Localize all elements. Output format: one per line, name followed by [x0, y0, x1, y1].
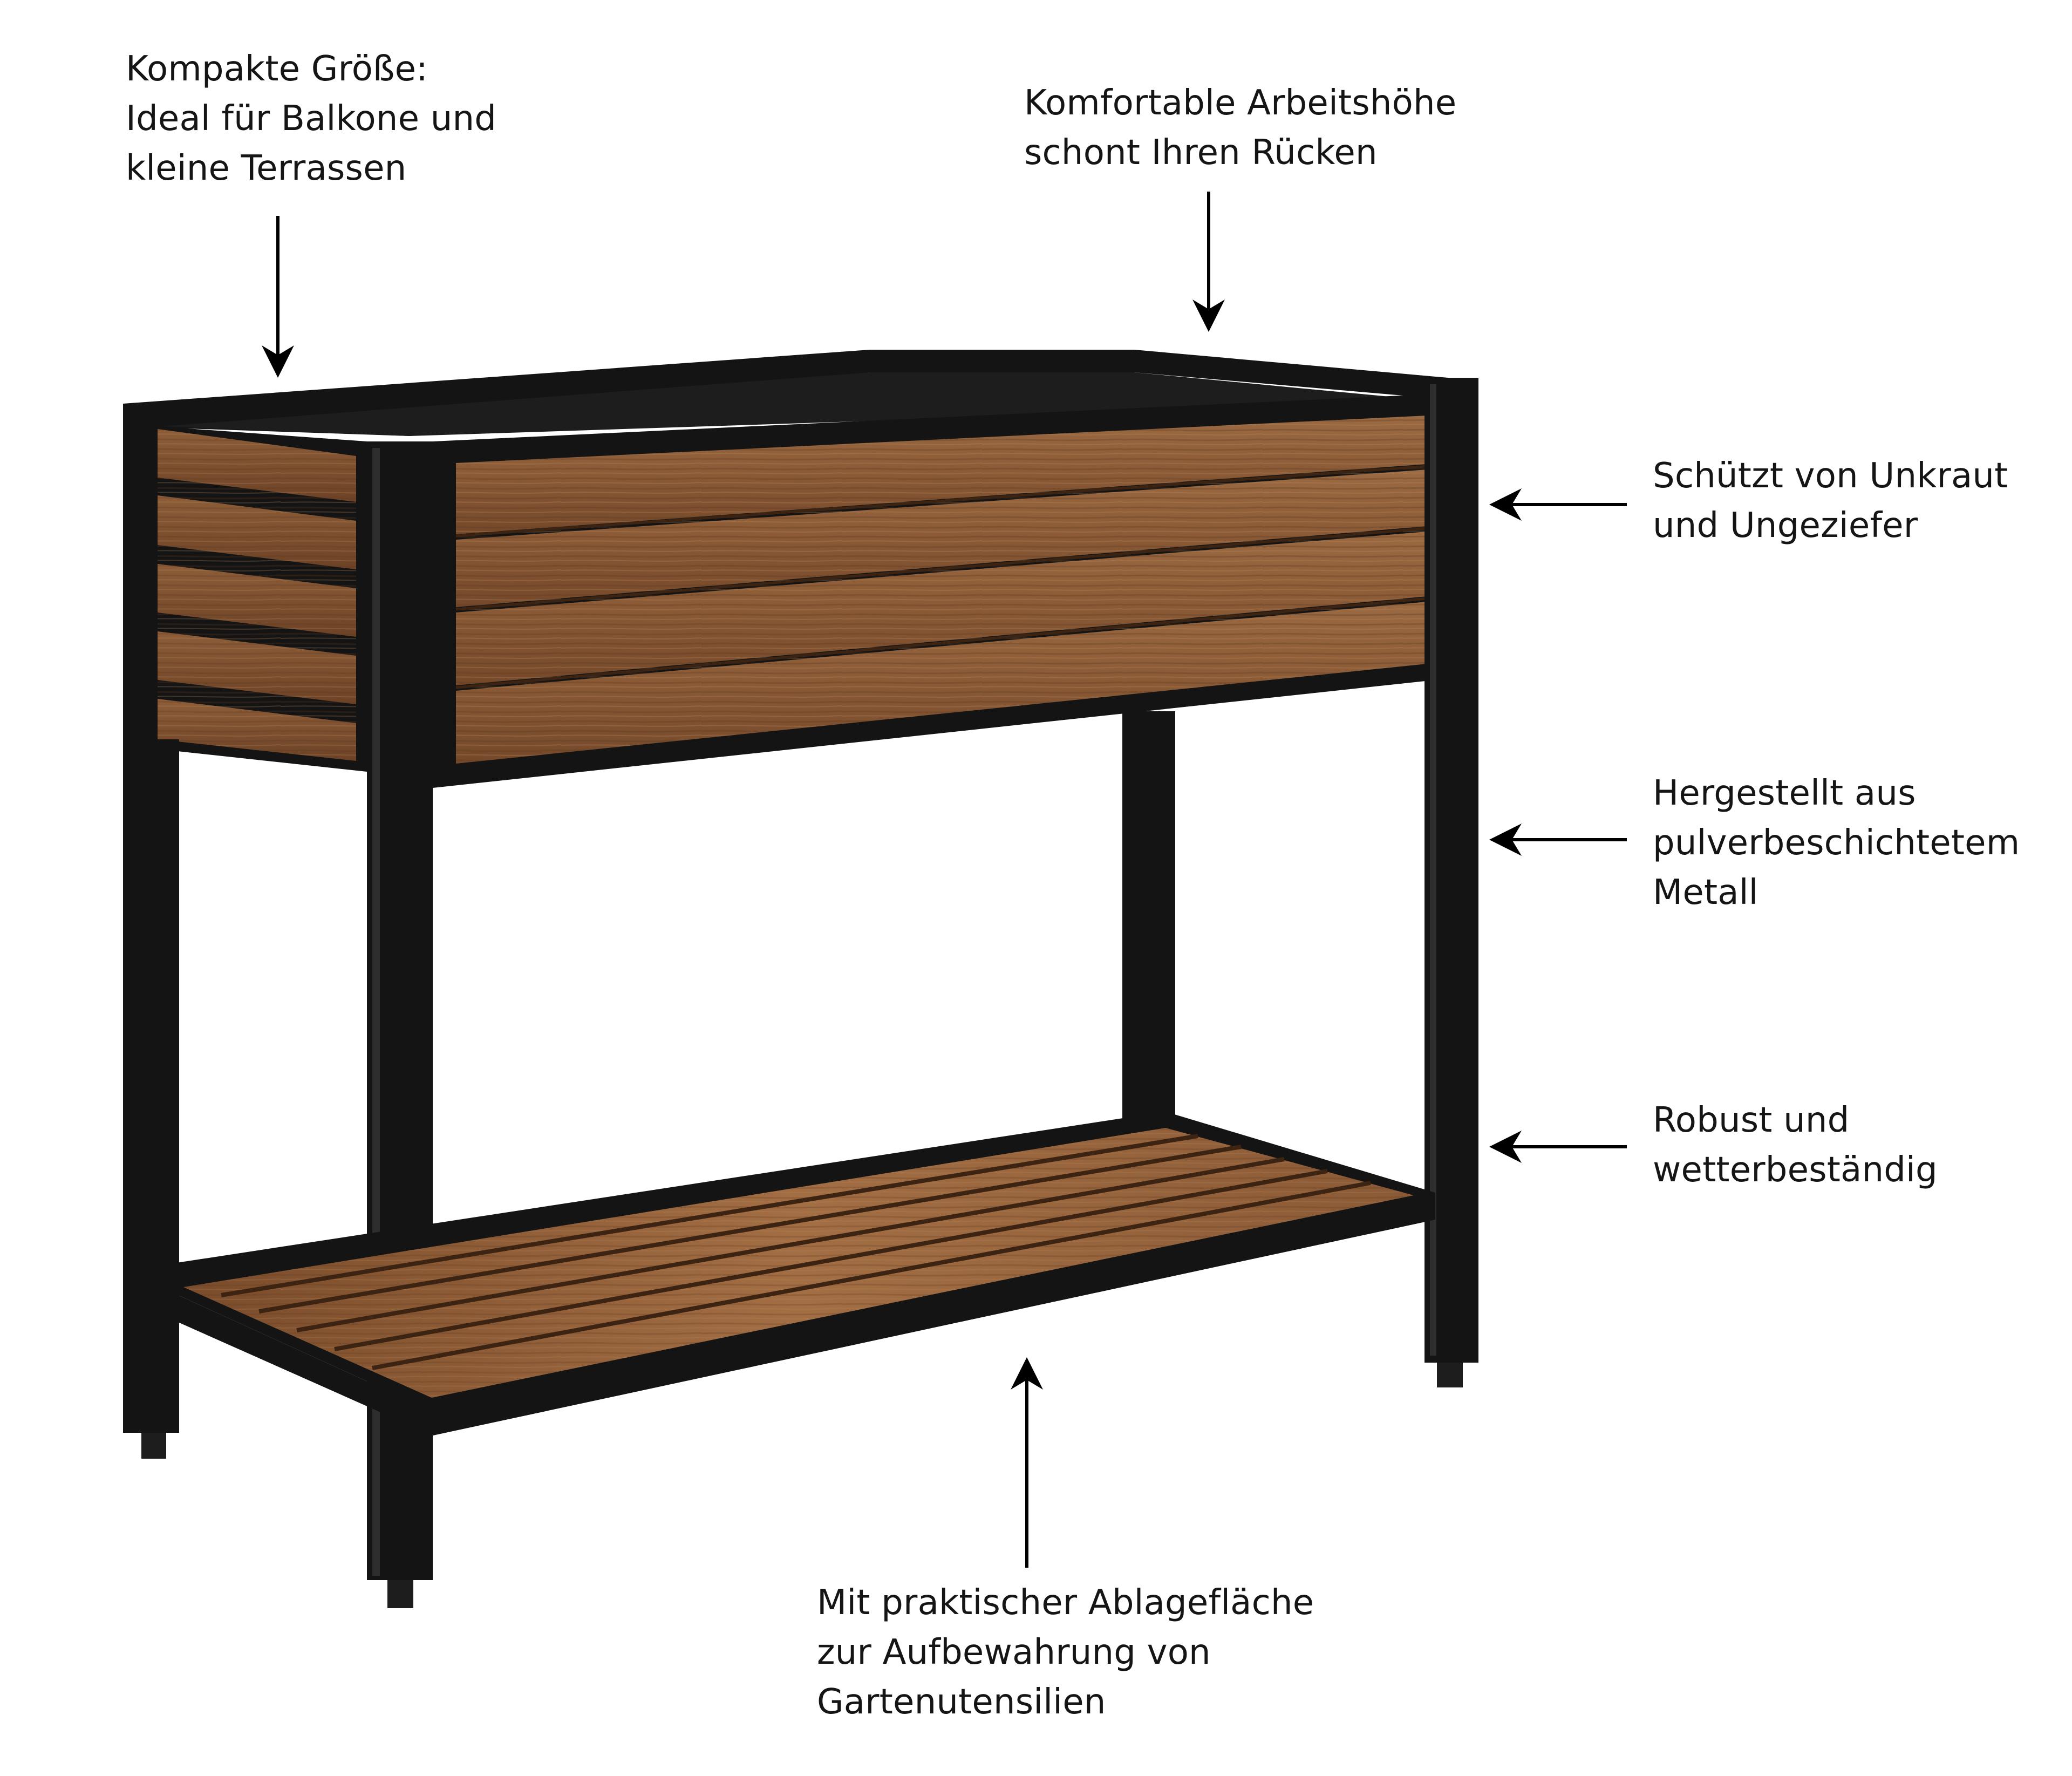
callout-powder-coated-metal: Hergestellt aus pulverbeschichtetem Meta… — [1653, 768, 2020, 917]
callout-line: pulverbeschichtetem — [1653, 823, 2020, 863]
callout-line: Mit praktischer Ablagefläche — [817, 1583, 1314, 1623]
callout-compact-size: Kompakte Größe: Ideal für Balkone und kl… — [126, 44, 496, 193]
callout-storage-shelf: Mit praktischer Ablagefläche zur Aufbewa… — [817, 1578, 1314, 1727]
callout-line: Kompakte Größe: — [126, 49, 428, 89]
rear-left-leg — [123, 739, 179, 1433]
callout-line: wetterbeständig — [1653, 1150, 1938, 1190]
left-side-panel — [123, 404, 367, 772]
callout-weed-protection: Schützt von Unkraut und Ungeziefer — [1653, 451, 2008, 550]
box-inner-back — [162, 372, 1446, 436]
callout-line: schont Ihren Rücken — [1024, 133, 1378, 173]
callout-line: Ideal für Balkone und — [126, 99, 497, 139]
callout-line: Gartenutensilien — [817, 1682, 1106, 1722]
callout-line: Komfortable Arbeitshöhe — [1024, 83, 1457, 123]
front-long-panel — [433, 394, 1435, 788]
callout-line: kleine Terrassen — [126, 148, 407, 188]
callout-weatherproof: Robust und wetterbeständig — [1653, 1095, 1938, 1195]
callout-line: Schützt von Unkraut — [1653, 456, 2008, 496]
callout-working-height: Komfortable Arbeitshöhe schont Ihren Rüc… — [1024, 78, 1456, 178]
bottom-shelf — [141, 1112, 1435, 1435]
foot-front-left — [387, 1580, 413, 1608]
callout-line: Hergestellt aus — [1653, 773, 1916, 813]
back-right-leg-lower — [1122, 711, 1175, 1127]
foot-rear-left — [141, 1433, 166, 1459]
callout-line: Metall — [1653, 873, 1759, 913]
callout-line: zur Aufbewahrung von — [817, 1632, 1211, 1672]
callout-line: Robust und — [1653, 1100, 1850, 1140]
foot-front-right — [1437, 1363, 1463, 1387]
callout-line: und Ungeziefer — [1653, 506, 1918, 546]
